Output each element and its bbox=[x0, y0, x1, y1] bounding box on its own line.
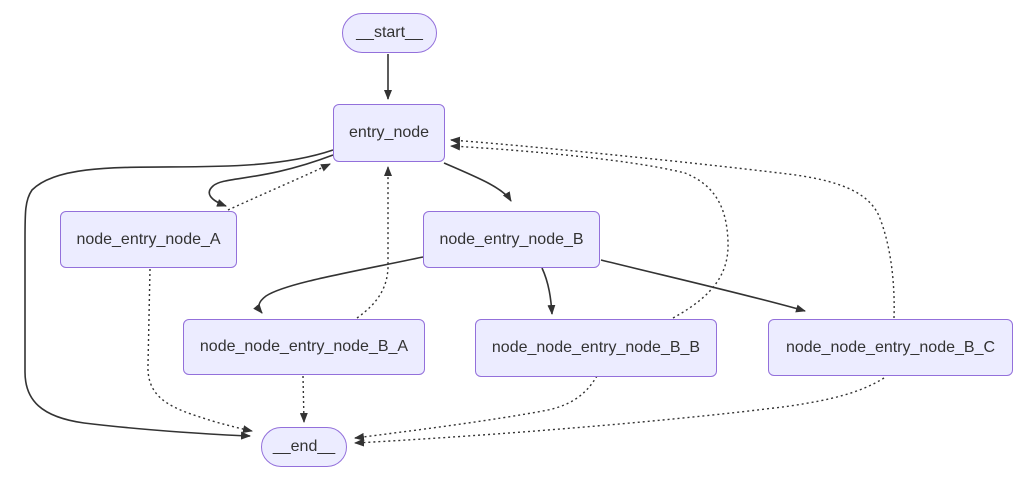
edge-entry_node-end bbox=[24, 149, 334, 440]
edge-node_entry_node_A-entry_node bbox=[227, 163, 331, 211]
node-node_node_entry_node_B_B: node_node_entry_node_B_B bbox=[475, 319, 717, 377]
node-end-label: __end__ bbox=[272, 438, 336, 455]
edge-node_entry_node_B-node_node_entry_node_B_B bbox=[541, 267, 556, 315]
node-end: __end__ bbox=[261, 427, 347, 467]
node-node_entry_node_B: node_entry_node_B bbox=[423, 211, 600, 268]
edge-entry_node-node_entry_node_B bbox=[443, 162, 512, 202]
node-node_node_entry_node_B_A-label: node_node_entry_node_B_A bbox=[199, 338, 409, 355]
edge-node_node_entry_node_B_B-entry_node bbox=[450, 142, 729, 319]
edge-node_node_entry_node_B_A-entry_node bbox=[356, 166, 392, 319]
node-node_node_entry_node_B_B-label: node_node_entry_node_B_B bbox=[491, 339, 701, 356]
edge-node_node_entry_node_B_A-end bbox=[299, 375, 308, 423]
node-start-label: __start__ bbox=[356, 24, 423, 41]
edge-node_entry_node_B-node_node_entry_node_B_C bbox=[600, 259, 806, 313]
edge-node_node_entry_node_B_C-end bbox=[354, 377, 885, 447]
node-start: __start__ bbox=[342, 13, 437, 53]
node-node_entry_node_B-label: node_entry_node_B bbox=[439, 230, 584, 248]
node-node_entry_node_A: node_entry_node_A bbox=[60, 211, 237, 268]
node-node_node_entry_node_B_A: node_node_entry_node_B_A bbox=[183, 319, 425, 375]
node-node_entry_node_A-label: node_entry_node_A bbox=[76, 230, 221, 248]
edge-node_node_entry_node_B_B-end bbox=[354, 375, 598, 441]
edge-entry_node-node_entry_node_A bbox=[208, 154, 334, 207]
node-node_node_entry_node_B_C-label: node_node_entry_node_B_C bbox=[785, 338, 996, 356]
node-entry_node: entry_node bbox=[333, 104, 445, 162]
node-entry_node-label: entry_node bbox=[348, 124, 430, 141]
edge-node_entry_node_B-node_node_entry_node_B_A bbox=[253, 256, 424, 314]
node-node_node_entry_node_B_C: node_node_entry_node_B_C bbox=[768, 319, 1013, 376]
